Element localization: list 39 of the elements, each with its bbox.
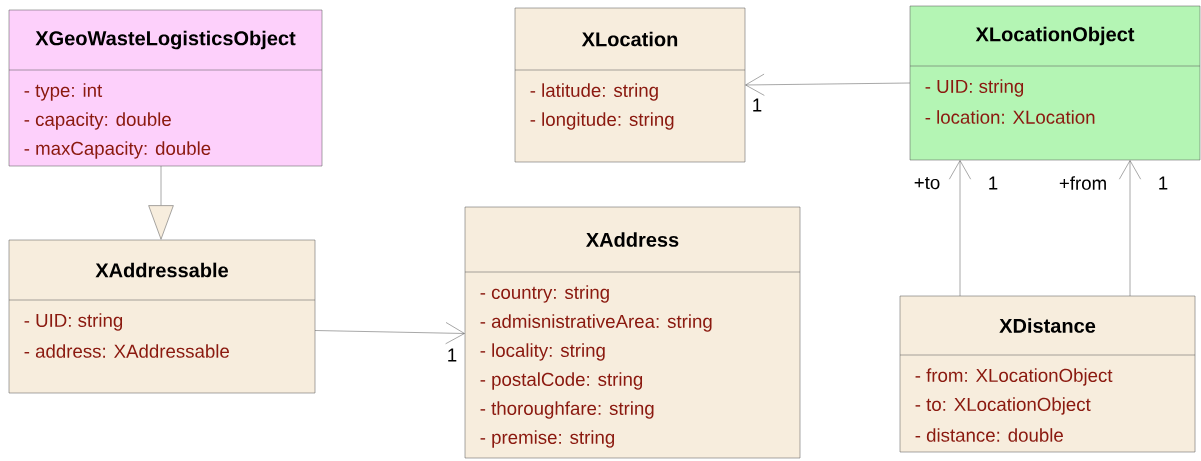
association-arrow <box>949 160 971 297</box>
role-label: +from <box>1057 174 1109 192</box>
association-arrow <box>745 73 911 96</box>
class-name: XLocationObject <box>975 26 1135 46</box>
class-name: XDistance <box>999 318 1096 333</box>
multiplicity-label: 1 <box>753 98 762 112</box>
attribute-text: - maxCapacity: double <box>24 141 211 159</box>
class-name: XAddress <box>586 232 679 247</box>
attribute-text: - UID: string <box>24 313 123 331</box>
attribute-text: - country: string <box>480 285 609 303</box>
attribute-text: - capacity: double <box>24 112 171 130</box>
generalization-arrow <box>148 165 174 240</box>
role-label: +to <box>912 175 942 191</box>
class-box <box>8 9 323 167</box>
attribute-text: - type: int <box>24 83 103 101</box>
class-name: XLocation <box>581 31 678 47</box>
attribute-text: - UID: string <box>925 79 1024 97</box>
attribute-text: - postalCode: string <box>480 372 643 390</box>
class-box <box>8 239 316 394</box>
attribute-text: - locality: string <box>480 343 605 361</box>
attribute-text: - latitude: string <box>530 83 658 101</box>
class-name: XAddressable <box>95 262 228 278</box>
attribute-text: - address: XAddressable <box>24 344 229 358</box>
attribute-text: - distance: double <box>915 428 1063 442</box>
attribute-text: - to: XLocationObject <box>915 397 1091 415</box>
multiplicity-label: 1 <box>448 348 457 362</box>
class-box <box>909 5 1201 161</box>
class-box <box>514 7 746 163</box>
association-arrow <box>1119 160 1141 297</box>
attribute-text: - admisnistrativeArea: string <box>480 314 712 332</box>
attribute-text: - premise: string <box>480 430 615 448</box>
class-box <box>899 295 1196 453</box>
association-arrow <box>314 322 465 345</box>
attribute-text: - location: XLocation <box>925 110 1095 124</box>
class-box <box>464 206 801 459</box>
attribute-text: - longitude: string <box>530 112 674 130</box>
class-name: XGeoWasteLogisticsObject <box>35 30 296 50</box>
attribute-text: - from: XLocationObject <box>915 368 1113 386</box>
attribute-text: - thoroughfare: string <box>480 401 654 419</box>
